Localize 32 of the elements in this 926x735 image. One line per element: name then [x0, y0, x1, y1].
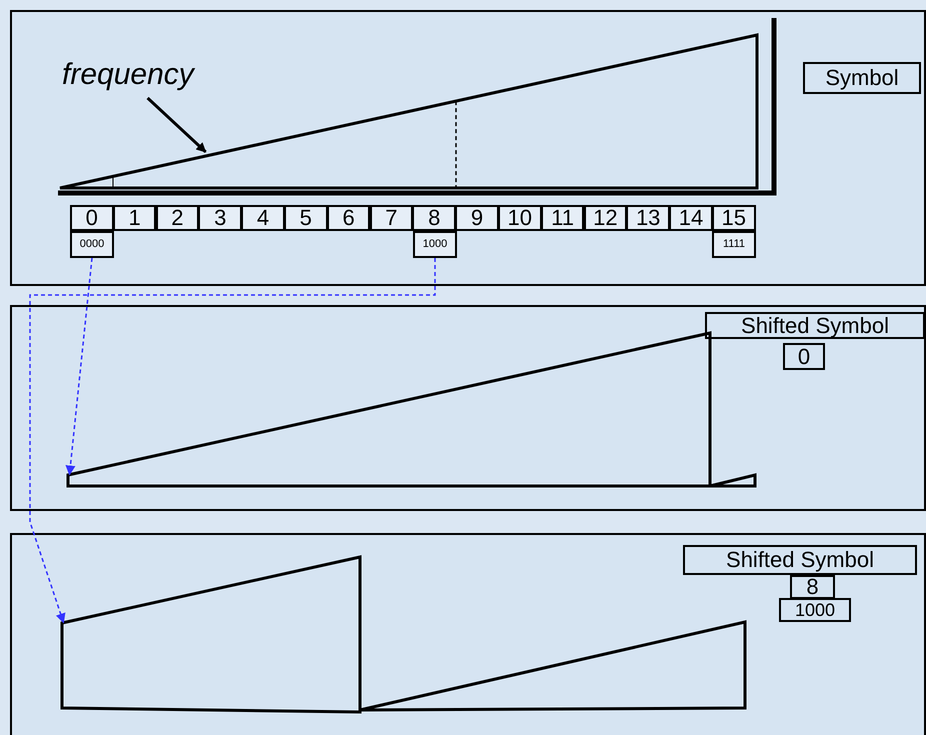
- dashed-arrow: [65, 258, 93, 476]
- symbol-value: 5: [284, 205, 328, 231]
- symbol-value: 0: [70, 205, 114, 231]
- symbol-value: 14: [669, 205, 713, 231]
- symbol-value: 7: [370, 205, 414, 231]
- binary-value: 0000: [70, 231, 114, 258]
- symbol-label: 1000: [779, 598, 851, 622]
- symbol-label: Shifted Symbol: [683, 545, 917, 575]
- symbol-label: 0: [783, 343, 825, 370]
- symbol-value: 1: [112, 205, 156, 231]
- dashed-arrow: [29, 258, 436, 624]
- leader-arrow: [146, 96, 207, 153]
- symbol-value: 11: [540, 205, 584, 231]
- symbol-value: 2: [156, 205, 200, 231]
- symbol-value: 9: [455, 205, 499, 231]
- diagram-panel: [10, 10, 926, 286]
- symbol-label: 8: [790, 575, 835, 599]
- symbol-value: 3: [198, 205, 242, 231]
- diagram-panel: [10, 305, 926, 511]
- symbol-value: 8: [412, 205, 456, 231]
- symbol-label: Symbol: [803, 62, 921, 94]
- diagram-panel: [10, 533, 926, 735]
- symbol-label: Shifted Symbol: [705, 312, 925, 339]
- symbol-value: 15: [712, 205, 756, 231]
- symbol-value: 13: [626, 205, 670, 231]
- axis-label: frequency: [62, 58, 194, 92]
- binary-value: 1111: [712, 231, 756, 258]
- binary-value: 1000: [413, 231, 457, 258]
- symbol-value: 4: [241, 205, 285, 231]
- symbol-value: 6: [326, 205, 370, 231]
- symbol-value: 10: [498, 205, 542, 231]
- symbol-value: 12: [584, 205, 628, 231]
